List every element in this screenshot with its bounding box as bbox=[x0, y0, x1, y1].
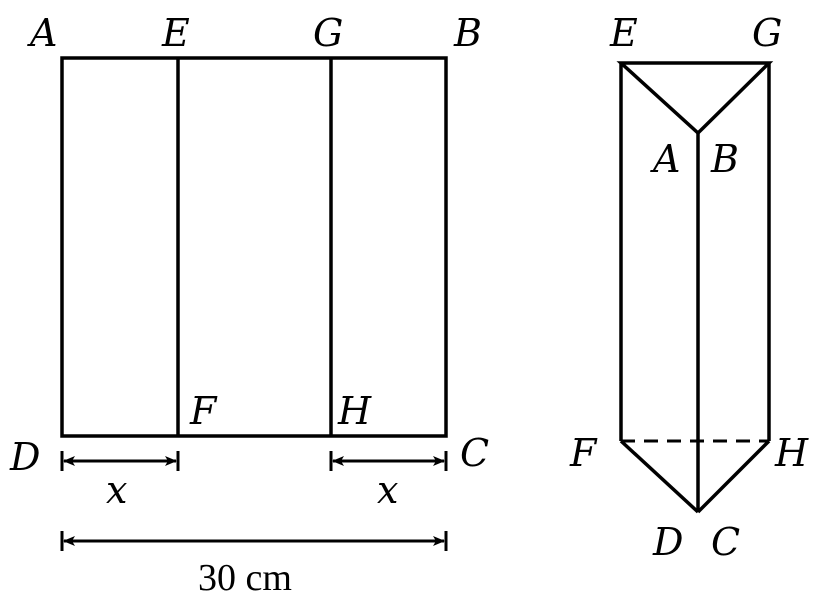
prism-label-b: B bbox=[710, 137, 739, 181]
label-total-width: 30 cm bbox=[198, 557, 292, 599]
prism-label-e: E bbox=[609, 11, 638, 55]
label-f: F bbox=[189, 389, 218, 433]
label-b: B bbox=[453, 11, 482, 55]
prism-label-d: D bbox=[652, 520, 683, 564]
label-a: A bbox=[27, 11, 57, 55]
prism-label-a: A bbox=[650, 137, 680, 181]
flat-sheet: A E G B D F H C x x 30 cm bbox=[9, 11, 489, 599]
prism-label-g: G bbox=[752, 11, 782, 55]
prism-label-f: F bbox=[569, 431, 598, 475]
edge-hc bbox=[696, 439, 771, 514]
sheet-outline-abcd bbox=[60, 56, 448, 438]
label-h: H bbox=[337, 389, 372, 433]
label-e: E bbox=[161, 11, 190, 55]
label-left-x: x bbox=[106, 468, 127, 512]
label-right-x: x bbox=[377, 468, 398, 512]
label-g: G bbox=[313, 11, 343, 55]
label-c: C bbox=[460, 431, 489, 475]
prism-label-c: C bbox=[711, 520, 740, 564]
edge-fd bbox=[619, 439, 700, 514]
folded-prism: E G A B F H D C bbox=[569, 11, 809, 564]
label-d: D bbox=[9, 435, 40, 479]
prism-label-h: H bbox=[774, 431, 809, 475]
top-triangle-eg-ab bbox=[616, 61, 774, 136]
